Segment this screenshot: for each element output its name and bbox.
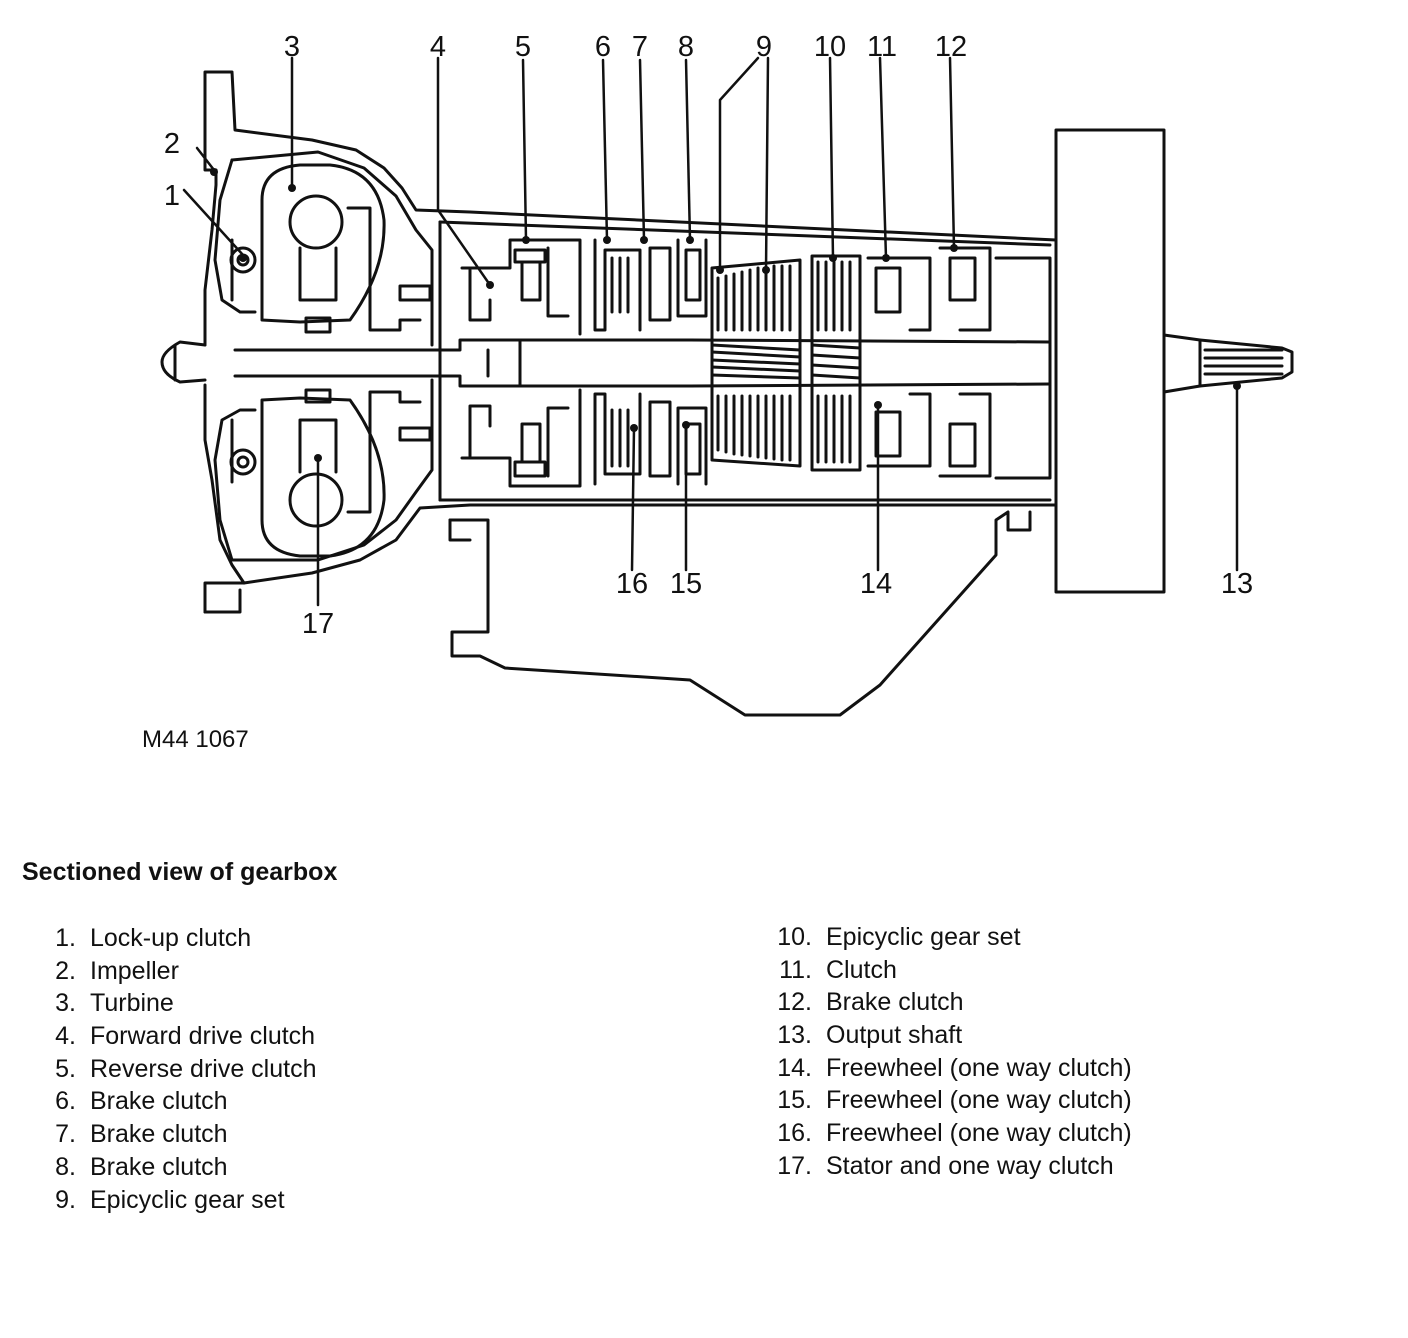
legend-text: Turbine	[90, 989, 174, 1018]
legend-number: 3.	[55, 989, 76, 1018]
legend-text: Impeller	[90, 956, 179, 985]
callout-labels: 1 2 3 4 5 6 7 8 9 10 11 12 13 14 15 16 1…	[164, 31, 1253, 640]
legend-number: 5.	[55, 1054, 76, 1083]
legend-item: 7. Brake clutch	[46, 1118, 316, 1151]
callout-13: 13	[1221, 568, 1253, 600]
legend-item: 14. Freewheel (one way clutch)	[770, 1052, 1132, 1085]
legend-item: 8. Brake clutch	[46, 1151, 316, 1184]
legend-number: 6.	[55, 1087, 76, 1116]
gearbox-housing	[160, 70, 1294, 717]
legend-number: 12.	[777, 988, 812, 1017]
rear-clutches	[866, 246, 992, 478]
legend-text: Brake clutch	[90, 1152, 228, 1181]
callout-2: 2	[164, 128, 180, 160]
callout-14: 14	[860, 568, 892, 600]
legend-number: 1.	[55, 924, 76, 952]
legend-text: Stator and one way clutch	[826, 1151, 1114, 1180]
legend-item: 5. Reverse drive clutch	[46, 1053, 316, 1086]
legend-number: 2.	[55, 956, 76, 985]
legend-number: 9.	[55, 1185, 76, 1214]
legend-text: Brake clutch	[826, 988, 964, 1017]
legend-text: Reverse drive clutch	[90, 1054, 317, 1083]
leader-dots	[210, 168, 1241, 462]
callout-1: 1	[164, 180, 180, 212]
callout-11: 11	[867, 31, 897, 63]
callout-12: 12	[935, 31, 967, 63]
callout-7: 7	[632, 31, 648, 63]
legend-number: 15.	[777, 1086, 812, 1115]
legend-text: Brake clutch	[90, 1120, 228, 1149]
legend-item: 16. Freewheel (one way clutch)	[770, 1117, 1132, 1150]
legend-text: Brake clutch	[90, 1087, 228, 1116]
legend-text: Freewheel (one way clutch)	[826, 1119, 1132, 1148]
callout-15: 15	[670, 568, 702, 600]
legend-text: Epicyclic gear set	[826, 923, 1021, 951]
legend-number: 4.	[55, 1022, 76, 1051]
legend-text: Lock-up clutch	[90, 924, 252, 952]
legend-item: 15. Freewheel (one way clutch)	[770, 1084, 1132, 1117]
callout-9: 9	[756, 31, 772, 63]
epicyclic-gear-set-2	[810, 254, 862, 472]
callout-17: 17	[302, 608, 334, 640]
callout-4: 4	[430, 31, 446, 63]
legend-text: Freewheel (one way clutch)	[826, 1086, 1132, 1115]
legend-item: 17. Stator and one way clutch	[770, 1150, 1132, 1183]
legend-item: 6. Brake clutch	[46, 1085, 316, 1118]
legend-item: 1. Lock-up clutch	[46, 922, 316, 955]
callout-8: 8	[678, 31, 694, 63]
legend-text: Epicyclic gear set	[90, 1185, 285, 1214]
legend-item: 9. Epicyclic gear set	[46, 1184, 316, 1217]
epicyclic-gear-set-1	[710, 258, 802, 468]
gearbox-section-diagram: 1 2 3 4 5 6 7 8 9 10 11 12 13 14 15 16 1…	[160, 31, 1294, 717]
legend-list-right: 10. Epicyclic gear set 11. Clutch 12. Brake…	[770, 921, 1132, 1183]
callout-6: 6	[595, 31, 611, 63]
legend-number: 11.	[779, 955, 812, 984]
callout-16: 16	[616, 568, 648, 600]
legend-list-left: 1. Lock-up clutch 2. Impeller 3. Turbine 4.…	[46, 922, 316, 1216]
clutch-packs-upper	[460, 238, 708, 336]
legend-text: Output shaft	[826, 1021, 963, 1050]
legend-item: 10. Epicyclic gear set	[770, 921, 1132, 954]
legend-item: 13. Output shaft	[770, 1019, 1132, 1052]
callout-3: 3	[284, 31, 300, 63]
legend-item: 3. Turbine	[46, 987, 316, 1020]
legend-number: 17.	[777, 1151, 812, 1180]
legend-text: Clutch	[826, 955, 897, 984]
legend-number: 13.	[777, 1021, 812, 1050]
main-shaft	[233, 338, 1052, 388]
torque-converter	[229, 163, 432, 558]
legend-item: 12. Brake clutch	[770, 986, 1132, 1019]
legend-number: 10.	[777, 923, 812, 951]
callout-5: 5	[515, 31, 531, 63]
legend-number: 14.	[777, 1053, 812, 1082]
legend-text: Forward drive clutch	[90, 1022, 316, 1051]
callout-10: 10	[814, 31, 846, 63]
legend-number: 8.	[55, 1152, 76, 1181]
leader-lines	[182, 56, 1239, 607]
legend-number: 16.	[777, 1119, 812, 1148]
clutch-packs-lower	[460, 388, 708, 488]
figure-reference-code: M44 1067	[142, 726, 249, 753]
legend-item: 11. Clutch	[770, 954, 1132, 987]
legend-item: 4. Forward drive clutch	[46, 1020, 316, 1053]
figure-caption: Sectioned view of gearbox	[22, 858, 338, 886]
legend-number: 7.	[55, 1120, 76, 1149]
legend-item: 2. Impeller	[46, 955, 316, 988]
legend-text: Freewheel (one way clutch)	[826, 1053, 1132, 1082]
